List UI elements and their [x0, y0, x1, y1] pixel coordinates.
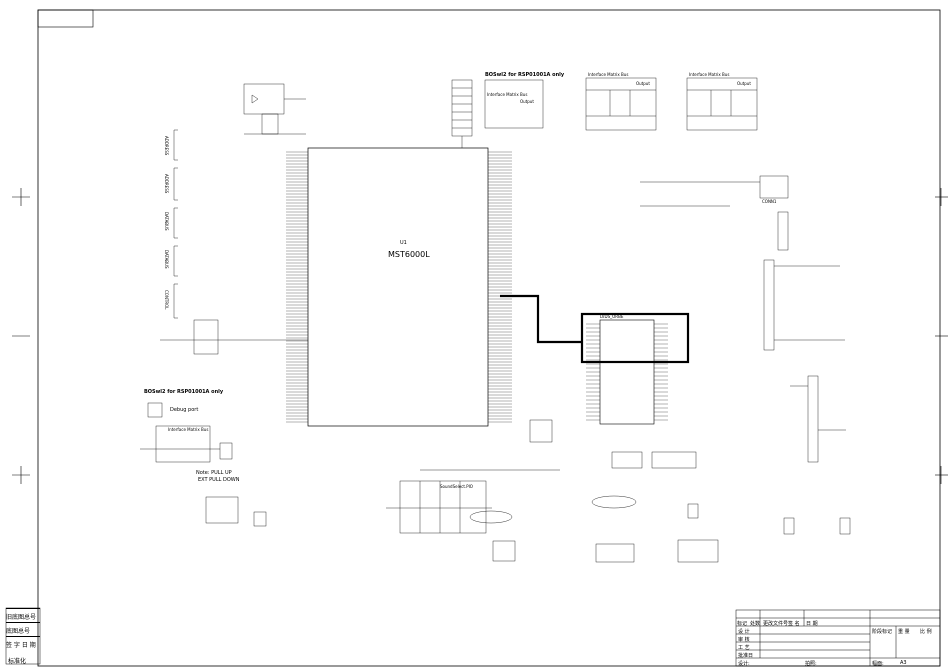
lvds-ic-label: LVDS_ORBE	[600, 314, 624, 319]
tb-scale: 比 例	[920, 629, 932, 635]
debug-port-label: Debug port	[170, 407, 199, 413]
main-ic-designator: U1	[400, 240, 407, 246]
right-connector-label: CONN1	[762, 199, 777, 204]
frame-border	[37, 9, 941, 667]
main-ic-left-pins	[286, 151, 308, 423]
bottom-left-label: 标准化	[8, 658, 27, 665]
tb-role-3: 工 艺	[738, 645, 750, 651]
right-circuits	[611, 175, 846, 469]
main-ic-right-pins	[488, 151, 512, 423]
main-ic-body	[307, 147, 489, 427]
tb-role-2: 审 核	[738, 637, 750, 643]
top-note: BOSwl2 for RSP01001A only	[485, 72, 565, 78]
left-note: BOSwl2 for RSP01001A only	[144, 389, 224, 395]
tb-footer-size: A3	[900, 660, 907, 666]
tb-footer-format: 幅面:	[872, 661, 884, 667]
tb-footer-design: 设计:	[738, 661, 750, 667]
side-cell-drawing: 底图总号	[6, 622, 40, 637]
lvds-ic-body	[599, 319, 655, 425]
tb-rev-3: 更改文件号	[763, 621, 789, 627]
tb-stage: 阶段标记	[872, 629, 893, 635]
side-cell-old-drawing: 旧底图总号	[6, 608, 40, 623]
group-label-4: DATABUS	[164, 250, 169, 269]
pull-note-2: EXT PULL DOWN	[198, 477, 240, 483]
header-box-3-side: Output	[737, 81, 751, 86]
header-box-1-side: Output	[520, 99, 534, 104]
registration-marks	[12, 188, 948, 484]
header-box-group	[484, 77, 758, 131]
group-label-3: DATABUS	[164, 212, 169, 231]
tb-role-1: 设 计	[738, 629, 750, 635]
mid-box-label: SoundSelect.PIO	[440, 484, 473, 489]
header-box-3-title: Interface Matrix Bus	[689, 72, 730, 77]
group-label-2: ADDRESS	[164, 174, 169, 194]
lower-box-title: Interface Matrix Bus	[168, 427, 209, 432]
tb-rev-1: 标记	[737, 621, 748, 627]
tb-rev-5: 日 期	[806, 621, 818, 627]
bottom-circuits	[386, 419, 851, 563]
group-label-1: ADDRESS	[164, 136, 169, 156]
tb-rev-2: 处数	[750, 621, 761, 627]
tb-footer-photo: 拍照:	[805, 661, 817, 667]
title-block	[735, 609, 941, 667]
group-label-5: CONTROL	[164, 290, 169, 310]
lvds-ic-pins	[586, 323, 668, 421]
header-box-1-title: Interface Matrix Bus	[487, 92, 528, 97]
lower-left-circuits	[140, 319, 308, 527]
corner-box	[37, 9, 94, 28]
tb-rev-4: 签 名	[788, 621, 800, 627]
main-ic-part: MST6000L	[388, 250, 430, 259]
side-cell-sign-date: 签 字 日 期	[6, 636, 40, 651]
header-box-2-side: Output	[636, 81, 650, 86]
tb-role-4: 批准日	[738, 653, 754, 659]
lvds-bus	[500, 294, 690, 364]
top-connector	[451, 79, 473, 148]
left-group-brackets	[173, 129, 178, 319]
pull-note-1: Note: PULL UP	[196, 470, 232, 476]
tb-weight: 重 量	[898, 629, 910, 635]
regulator-circuit	[243, 83, 306, 135]
header-box-2-title: Interface Matrix Bus	[588, 72, 629, 77]
